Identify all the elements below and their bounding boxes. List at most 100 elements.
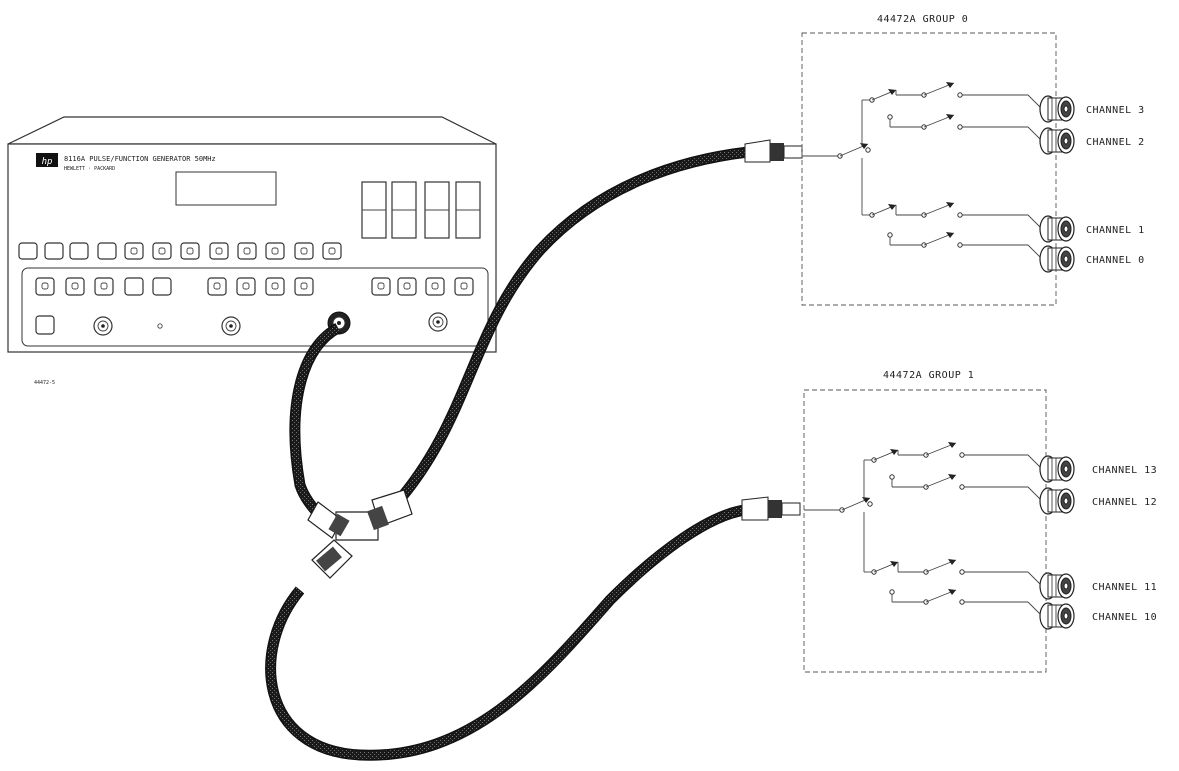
function-key[interactable]	[397, 277, 417, 296]
key-led	[271, 282, 279, 290]
front-key[interactable]	[180, 242, 200, 260]
bnc-channel-connector	[1039, 215, 1075, 243]
switch-contact	[959, 569, 965, 575]
switch-arrow	[946, 82, 954, 88]
key-led	[377, 282, 385, 290]
channel-label: CHANNEL 11	[1092, 582, 1157, 593]
front-key[interactable]	[209, 242, 229, 260]
switch-contact	[889, 474, 895, 480]
switch-contact	[887, 232, 893, 238]
bnc-connector-2[interactable]	[221, 316, 241, 336]
switch-arrow	[946, 114, 954, 120]
key-led	[215, 247, 223, 255]
bnc-channel-connector	[1039, 455, 1075, 483]
front-key[interactable]	[265, 242, 285, 260]
switch-contact	[957, 92, 963, 98]
led-indicator	[157, 323, 163, 329]
switch-arrow	[948, 474, 956, 480]
channel-label: CHANNEL 13	[1092, 465, 1157, 476]
function-key[interactable]	[124, 277, 144, 296]
key-led	[158, 247, 166, 255]
figure-code: 44472-5	[34, 380, 55, 386]
bnc-channel-connector	[1039, 127, 1075, 155]
front-key[interactable]	[237, 242, 257, 260]
key-row-upper	[18, 242, 342, 260]
hp-logo-text: hp	[42, 157, 53, 167]
key-led	[213, 282, 221, 290]
key-led	[460, 282, 468, 290]
key-led	[41, 282, 49, 290]
switch-contact	[865, 147, 871, 153]
bnc-channel-connector	[1039, 487, 1075, 515]
function-key[interactable]	[94, 277, 114, 296]
key-led	[186, 247, 194, 255]
front-key[interactable]	[69, 242, 89, 260]
front-key[interactable]	[44, 242, 64, 260]
front-key[interactable]	[97, 242, 117, 260]
channel-label: CHANNEL 10	[1092, 612, 1157, 623]
bnc-channel-connector	[1039, 602, 1075, 630]
switch-arrow	[948, 442, 956, 448]
key-led	[130, 247, 138, 255]
bnc-tee-adapter	[307, 489, 413, 579]
switch-arrow	[948, 559, 956, 565]
group-title: 44472A GROUP 0	[877, 14, 968, 25]
key-led	[100, 282, 108, 290]
switch-arrow	[948, 589, 956, 595]
front-key[interactable]	[124, 242, 144, 260]
bnc-channel-connector	[1039, 245, 1075, 273]
key-led	[300, 282, 308, 290]
channel-label: CHANNEL 1	[1086, 225, 1145, 236]
key-led	[242, 282, 250, 290]
group-title: 44472A GROUP 1	[883, 370, 974, 381]
function-key[interactable]	[371, 277, 391, 296]
switch-contact	[959, 452, 965, 458]
switch-arrow	[946, 202, 954, 208]
function-key[interactable]	[454, 277, 474, 296]
switch-contact	[957, 124, 963, 130]
switch-contact	[887, 114, 893, 120]
function-key[interactable]	[425, 277, 445, 296]
instrument-top	[7, 116, 497, 145]
switch-contact	[959, 599, 965, 605]
switch-arrow	[888, 204, 896, 210]
bnc-connector-4[interactable]	[428, 312, 448, 332]
bnc-channel-connector	[1039, 572, 1075, 600]
channel-label: CHANNEL 0	[1086, 255, 1145, 266]
function-key[interactable]	[265, 277, 285, 296]
front-key[interactable]	[294, 242, 314, 260]
key-led	[431, 282, 439, 290]
function-key[interactable]	[294, 277, 314, 296]
switch-contact	[867, 501, 873, 507]
power-key[interactable]	[35, 315, 55, 335]
function-key[interactable]	[65, 277, 85, 296]
key-block	[21, 267, 489, 347]
key-led	[403, 282, 411, 290]
key-led	[328, 247, 336, 255]
mux-group: 44472A GROUP 1 CHANNEL 13 CHANNEL 12 CHANNE…	[803, 370, 1157, 673]
key-row-lower	[35, 277, 474, 296]
front-key[interactable]	[18, 242, 38, 260]
channel-label: CHANNEL 2	[1086, 137, 1145, 148]
function-key[interactable]	[35, 277, 55, 296]
function-key[interactable]	[236, 277, 256, 296]
function-key[interactable]	[152, 277, 172, 296]
front-key[interactable]	[322, 242, 342, 260]
group-boundary	[803, 389, 1047, 673]
channel-label: CHANNEL 12	[1092, 497, 1157, 508]
model-line: 8116A PULSE/FUNCTION GENERATOR 50MHz	[64, 155, 216, 163]
switch-contact	[957, 242, 963, 248]
lcd-display	[175, 171, 277, 206]
function-key[interactable]	[207, 277, 227, 296]
switch-contact	[889, 589, 895, 595]
switch-arrow	[890, 449, 898, 455]
digit-display	[361, 181, 481, 239]
cable-connector-group1	[741, 496, 801, 521]
bnc-connector-1[interactable]	[93, 316, 113, 336]
switch-arrow	[890, 561, 898, 567]
front-key[interactable]	[152, 242, 172, 260]
switch-arrow	[888, 89, 896, 95]
switch-contact	[959, 484, 965, 490]
maker-name: HEWLETT · PACKARD	[64, 166, 115, 172]
